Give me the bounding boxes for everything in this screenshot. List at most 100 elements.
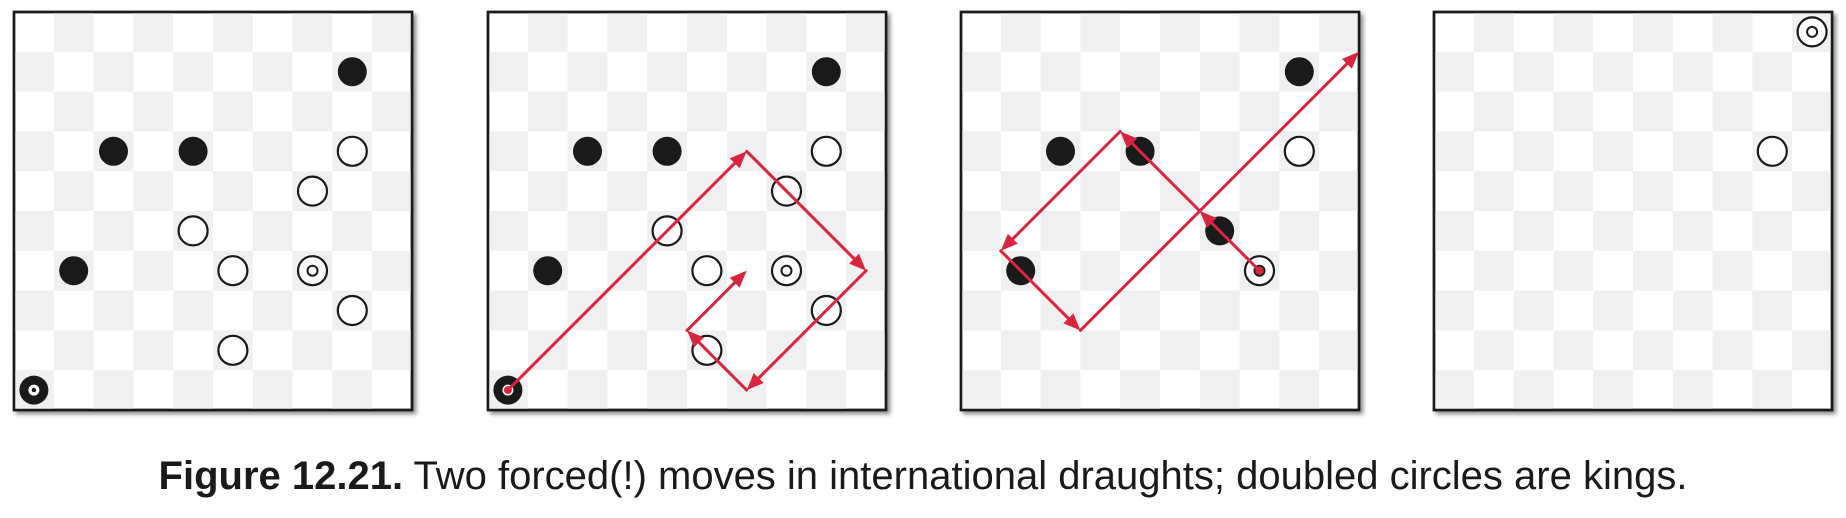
dark-square — [1434, 131, 1474, 172]
dark-square — [961, 290, 1001, 331]
dark-square — [1199, 51, 1240, 92]
dark-square — [1319, 171, 1359, 211]
white-piece — [296, 175, 329, 207]
dark-square — [567, 211, 608, 251]
arrow-head — [1000, 233, 1018, 251]
board-squares — [1434, 12, 1832, 410]
dark-square — [1319, 91, 1359, 132]
white-piece — [810, 135, 842, 167]
dark-square — [1553, 12, 1594, 52]
dark-square — [488, 51, 528, 92]
dark-square — [1712, 330, 1753, 371]
dark-square — [1120, 290, 1160, 331]
dark-square — [1792, 250, 1832, 291]
dark-square — [1080, 330, 1121, 371]
dark-square — [846, 171, 886, 211]
dark-square — [607, 330, 648, 371]
arrow-shaft — [1011, 129, 1122, 241]
dark-square — [1319, 250, 1359, 291]
dark-square — [726, 290, 767, 331]
board-1 — [12, 10, 414, 412]
dark-square — [1040, 370, 1081, 410]
white-piece — [336, 135, 368, 167]
dark-square — [53, 330, 94, 371]
dark-square — [607, 91, 648, 132]
dark-square — [173, 290, 213, 331]
dark-square — [1752, 211, 1793, 251]
arrow-head — [1199, 211, 1217, 228]
dark-square — [488, 290, 528, 331]
board-border — [12, 10, 414, 412]
dark-square — [53, 91, 94, 132]
dark-square — [14, 131, 54, 172]
black-piece — [99, 136, 128, 166]
dark-square — [173, 51, 213, 92]
dark-square — [372, 91, 412, 132]
dark-square — [372, 12, 412, 52]
dark-square — [687, 91, 727, 132]
move-arrow — [685, 270, 747, 332]
dark-square — [252, 51, 293, 92]
dark-square — [1553, 330, 1594, 371]
dark-square — [1513, 370, 1554, 410]
dark-square — [1473, 330, 1514, 371]
dark-square — [1712, 250, 1753, 291]
dark-square — [332, 211, 373, 251]
dark-square — [1160, 250, 1200, 291]
dark-square — [1434, 51, 1474, 92]
move-arrow — [745, 149, 867, 271]
dark-square — [14, 51, 54, 92]
king-inner-ring — [780, 264, 793, 277]
white-piece — [691, 255, 723, 287]
figure-caption: Figure 12.21. Two forced(!) moves in int… — [0, 452, 1846, 500]
dark-square — [1792, 330, 1832, 371]
board-border — [486, 10, 888, 412]
dark-square — [1473, 91, 1514, 132]
black-piece — [178, 136, 208, 166]
arrow-shaft — [506, 161, 737, 392]
dark-square — [1633, 171, 1673, 211]
dark-square — [133, 91, 174, 132]
dark-square — [961, 211, 1001, 251]
dark-square — [1239, 171, 1280, 211]
figure-text: Two forced(!) moves in international dra… — [413, 454, 1688, 498]
dark-square — [1199, 370, 1240, 410]
white-piece — [217, 255, 249, 287]
dark-square — [1672, 211, 1713, 251]
move-arrow — [506, 151, 747, 392]
black-piece — [533, 256, 563, 286]
dark-square — [213, 91, 253, 132]
black-piece — [1284, 57, 1314, 87]
arrow-head — [687, 330, 704, 348]
black-piece — [337, 57, 367, 87]
white-king — [770, 255, 803, 287]
arrow-head — [729, 151, 747, 169]
dark-square — [846, 12, 886, 52]
dark-square — [806, 370, 847, 410]
dark-square — [1160, 12, 1200, 52]
dark-square — [1712, 12, 1753, 52]
dark-square — [1633, 12, 1673, 52]
dark-square — [1672, 131, 1713, 172]
white-piece — [1756, 135, 1788, 167]
dark-square — [567, 370, 608, 410]
figure-label: Figure 12.21. — [158, 454, 404, 498]
dark-square — [1160, 330, 1200, 371]
dark-square — [1434, 211, 1474, 251]
dark-square — [1473, 250, 1514, 291]
dark-square — [213, 171, 253, 211]
boards-layer — [12, 10, 1834, 412]
dark-square — [252, 131, 293, 172]
board-squares — [961, 12, 1359, 410]
dark-square — [607, 171, 648, 211]
dark-square — [1000, 171, 1041, 211]
dark-square — [1319, 12, 1359, 52]
dark-square — [1792, 171, 1832, 211]
arrow-shaft — [1210, 221, 1261, 273]
dark-square — [1672, 290, 1713, 331]
dark-square — [1593, 370, 1633, 410]
dark-square — [1593, 51, 1633, 92]
king-outer-ring — [296, 255, 329, 287]
dark-square — [1513, 131, 1554, 172]
dark-square — [1319, 330, 1359, 371]
